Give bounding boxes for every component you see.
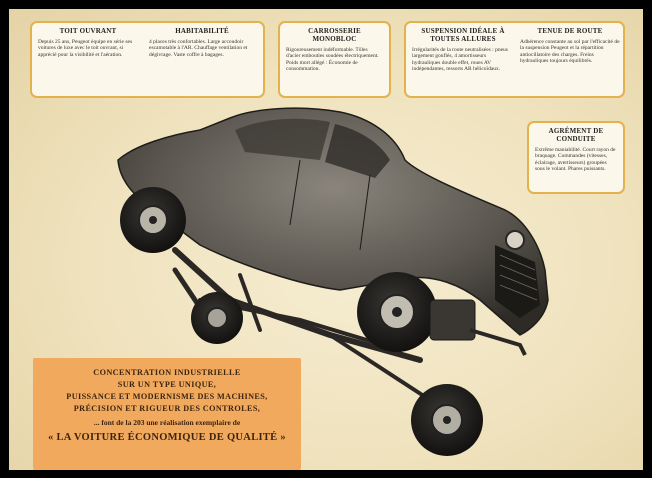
feature-box-agrement: AGRÉMENT DE CONDUITE Extrême maniabilité… xyxy=(527,121,625,194)
slogan-tagline: « LA VOITURE ÉCONOMIQUE DE QUALITÉ » xyxy=(48,432,286,443)
feature-title: SUSPENSION IDÉALE À TOUTES ALLURES xyxy=(421,27,505,43)
feature-toit-ouvrant: TOIT OUVRANT Depuis 25 ans, Peugeot équi… xyxy=(38,27,138,58)
slogan-panel: CONCENTRATION INDUSTRIELLE SUR UN TYPE U… xyxy=(33,358,301,470)
feature-title: TOIT OUVRANT xyxy=(59,27,117,35)
slogan-line: SUR UN TYPE UNIQUE, xyxy=(117,380,217,389)
wheel-rear-left xyxy=(191,292,243,344)
wheel-front-right xyxy=(357,272,437,352)
feature-box-carrosserie: CARROSSERIE MONOBLOC Rigoureusement indé… xyxy=(278,21,391,98)
feature-title: HABITABILITÉ xyxy=(175,27,229,35)
feature-box-toit-habitabilite: TOIT OUVRANT Depuis 25 ans, Peugeot équi… xyxy=(30,21,265,98)
feature-text: Rigoureusement indéformable. Tôles d'aci… xyxy=(286,47,379,73)
slogan-line: CONCENTRATION INDUSTRIELLE xyxy=(93,368,241,377)
feature-tenue-de-route: TENUE DE ROUTE Adhérence constante au so… xyxy=(520,27,620,65)
feature-text: Depuis 25 ans, Peugeot équipe en série s… xyxy=(38,39,133,58)
feature-text: Extrême maniabilité. Court rayon de braq… xyxy=(535,147,616,173)
feature-text: Adhérence constante au sol par l'efficac… xyxy=(520,39,620,65)
slogan-line: ... font de la 203 une réalisation exemp… xyxy=(93,418,241,427)
feature-box-suspension-tenue: SUSPENSION IDÉALE À TOUTES ALLURES Irrég… xyxy=(404,21,625,98)
feature-title: AGRÉMENT DE CONDUITE xyxy=(548,127,604,143)
feature-habitabilite: HABITABILITÉ 4 places très confortables.… xyxy=(149,27,255,58)
feature-text: Irrégularités de la route neutralisées :… xyxy=(412,47,508,73)
feature-title: CARROSSERIE MONOBLOC xyxy=(308,27,361,43)
feature-text: 4 places très confortables. Large accoud… xyxy=(149,39,248,58)
slogan-line: PRÉCISION ET RIGUEUR DES CONTROLES, xyxy=(73,404,261,413)
slogan-line: PUISSANCE ET MODERNISME DES MACHINES, xyxy=(66,392,268,401)
wheel-front-left xyxy=(120,187,186,253)
feature-title: TENUE DE ROUTE xyxy=(537,27,603,35)
wheel-rear-right xyxy=(411,384,483,456)
feature-suspension: SUSPENSION IDÉALE À TOUTES ALLURES Irrég… xyxy=(412,27,514,73)
